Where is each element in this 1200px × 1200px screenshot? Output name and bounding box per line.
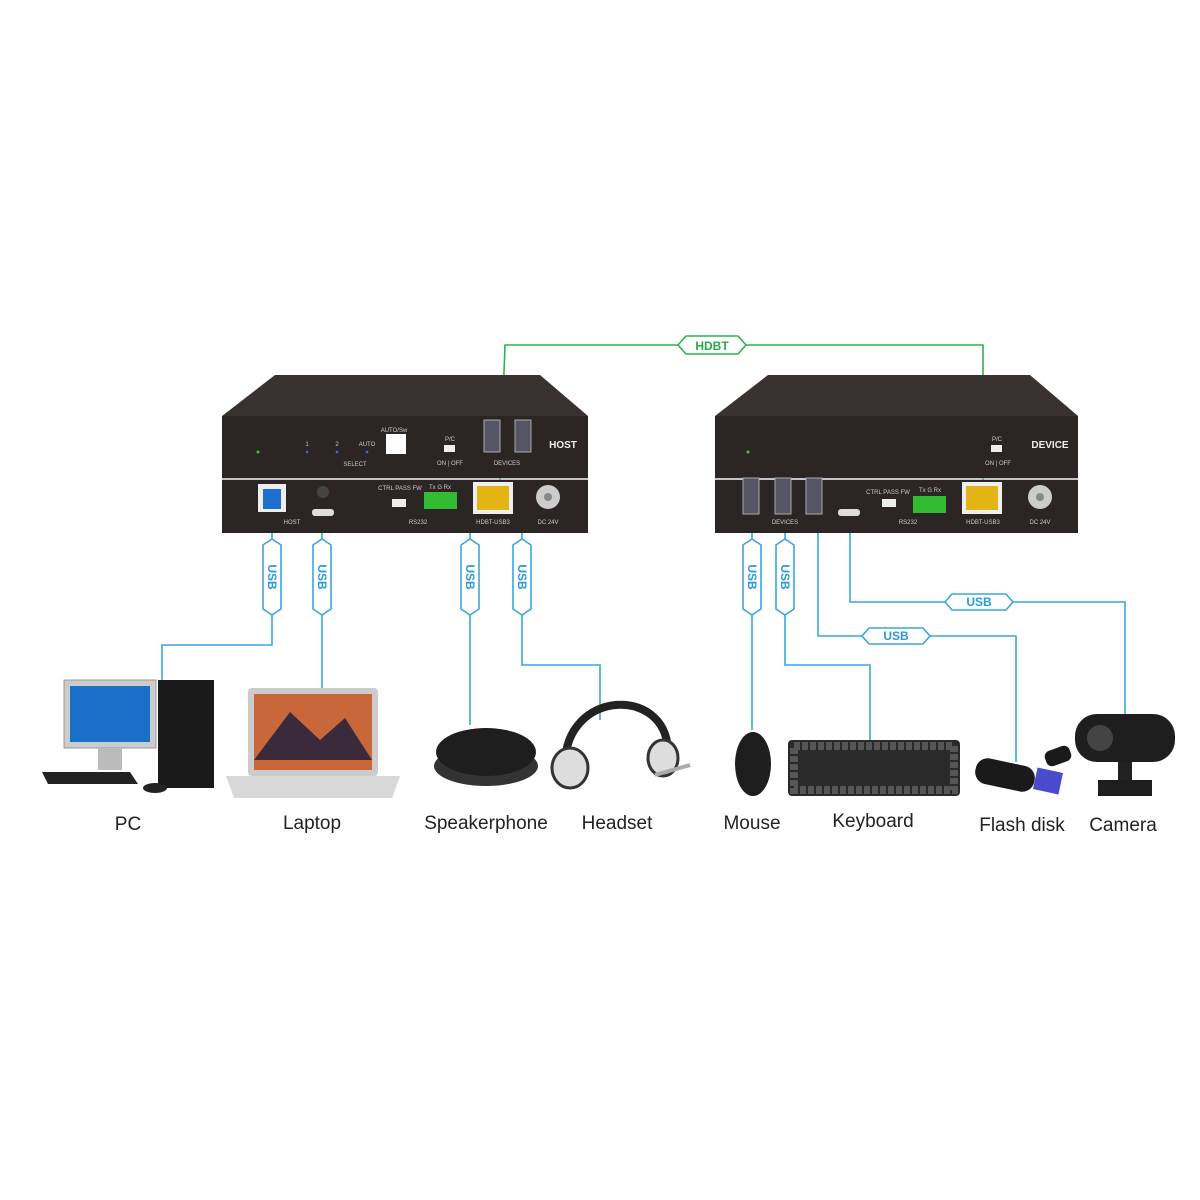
usb-badge: USB bbox=[943, 593, 1015, 611]
rs232-terminal bbox=[913, 496, 946, 513]
usb-c-port bbox=[838, 509, 860, 516]
panel-label: AUTO/Sw bbox=[381, 428, 408, 434]
panel-label: Tx G Rx bbox=[429, 485, 451, 491]
panel-label: USB bbox=[515, 564, 529, 590]
endpoint-label-camera: Camera bbox=[1089, 815, 1157, 836]
laptop-image bbox=[226, 688, 400, 798]
panel-label: USB bbox=[883, 629, 909, 643]
panel-label: CTRL PASS FW bbox=[866, 490, 910, 496]
endpoint-label-speakerphone: Speakerphone bbox=[424, 813, 548, 834]
panel-label: USB bbox=[463, 564, 477, 590]
endpoint-label-mouse: Mouse bbox=[723, 813, 780, 834]
panel-label: SELECT bbox=[343, 462, 367, 468]
panel-label: DEVICES bbox=[772, 520, 798, 526]
panel-label: USB bbox=[778, 564, 792, 590]
usb-badge: USB bbox=[512, 538, 532, 616]
usb-badge: USB bbox=[742, 538, 762, 616]
panel-label: ON | OFF bbox=[437, 461, 463, 467]
panel-label: P/C bbox=[992, 437, 1003, 443]
usb-a-port bbox=[742, 477, 760, 515]
panel-label: HOST bbox=[549, 440, 577, 451]
usb-a-port bbox=[514, 419, 532, 453]
mouse-image bbox=[735, 732, 771, 796]
endpoint-label-flash-disk: Flash disk bbox=[979, 815, 1065, 836]
panel-label: HDBT-USB3 bbox=[966, 520, 1000, 526]
camera-image bbox=[1075, 714, 1175, 796]
panel-label: USB bbox=[315, 564, 329, 590]
host-extender: 1 2 AUTO SELECT AUTO/Sw P/C ON | OFF DEV… bbox=[222, 375, 588, 533]
panel-label: DC 24V bbox=[1029, 520, 1050, 526]
pc-image bbox=[42, 679, 214, 793]
panel-label: HDBT bbox=[695, 339, 729, 353]
panel-label: USB bbox=[966, 595, 992, 609]
panel-label: DEVICE bbox=[1031, 440, 1069, 451]
panel-label: Tx G Rx bbox=[919, 488, 941, 494]
usb-badge: USB bbox=[312, 538, 332, 616]
rj45-port bbox=[966, 486, 998, 510]
usb-badge: USB bbox=[460, 538, 480, 616]
usb-a-port bbox=[774, 477, 792, 515]
keyboard-image bbox=[788, 740, 960, 796]
usb-badge: USB bbox=[775, 538, 795, 616]
panel-label: CTRL PASS FW bbox=[378, 486, 422, 492]
panel-label: RS232 bbox=[409, 520, 428, 526]
flash-disk-image bbox=[975, 745, 1072, 795]
panel-label: HDBT-USB3 bbox=[476, 520, 510, 526]
panel-label: USB bbox=[745, 564, 759, 590]
endpoint-label-laptop: Laptop bbox=[283, 813, 341, 834]
panel-label: P/C bbox=[445, 437, 456, 443]
usb-b-port bbox=[263, 489, 281, 509]
auto-switch-button[interactable] bbox=[386, 434, 406, 454]
endpoint-label-keyboard: Keyboard bbox=[832, 811, 913, 832]
panel-label: 1 bbox=[305, 442, 309, 448]
device-extender: P/C ON | OFF DEVICE DEVICES CTRL PASS FW… bbox=[715, 375, 1078, 533]
usb-a-port bbox=[483, 419, 501, 453]
usb-a-port bbox=[805, 477, 823, 515]
panel-label: DC 24V bbox=[537, 520, 558, 526]
panel-label: 2 bbox=[335, 442, 339, 448]
panel-label: ON | OFF bbox=[985, 461, 1011, 467]
hdbt-badge: HDBT bbox=[676, 335, 748, 355]
panel-label: RS232 bbox=[899, 520, 918, 526]
usb-badge: USB bbox=[262, 538, 282, 616]
panel-label: HOST bbox=[284, 520, 301, 526]
usb-badge: USB bbox=[860, 627, 932, 645]
panel-label: AUTO bbox=[359, 442, 376, 448]
rs232-terminal bbox=[424, 492, 457, 509]
panel-label: USB bbox=[265, 564, 279, 590]
speakerphone-image bbox=[434, 728, 538, 786]
endpoint-label-headset: Headset bbox=[582, 813, 653, 834]
usb-c-port bbox=[312, 509, 334, 516]
rj45-port bbox=[477, 486, 509, 510]
headset-image bbox=[550, 700, 691, 790]
endpoint-label-pc: PC bbox=[115, 814, 141, 835]
panel-label: DEVICES bbox=[494, 461, 520, 467]
